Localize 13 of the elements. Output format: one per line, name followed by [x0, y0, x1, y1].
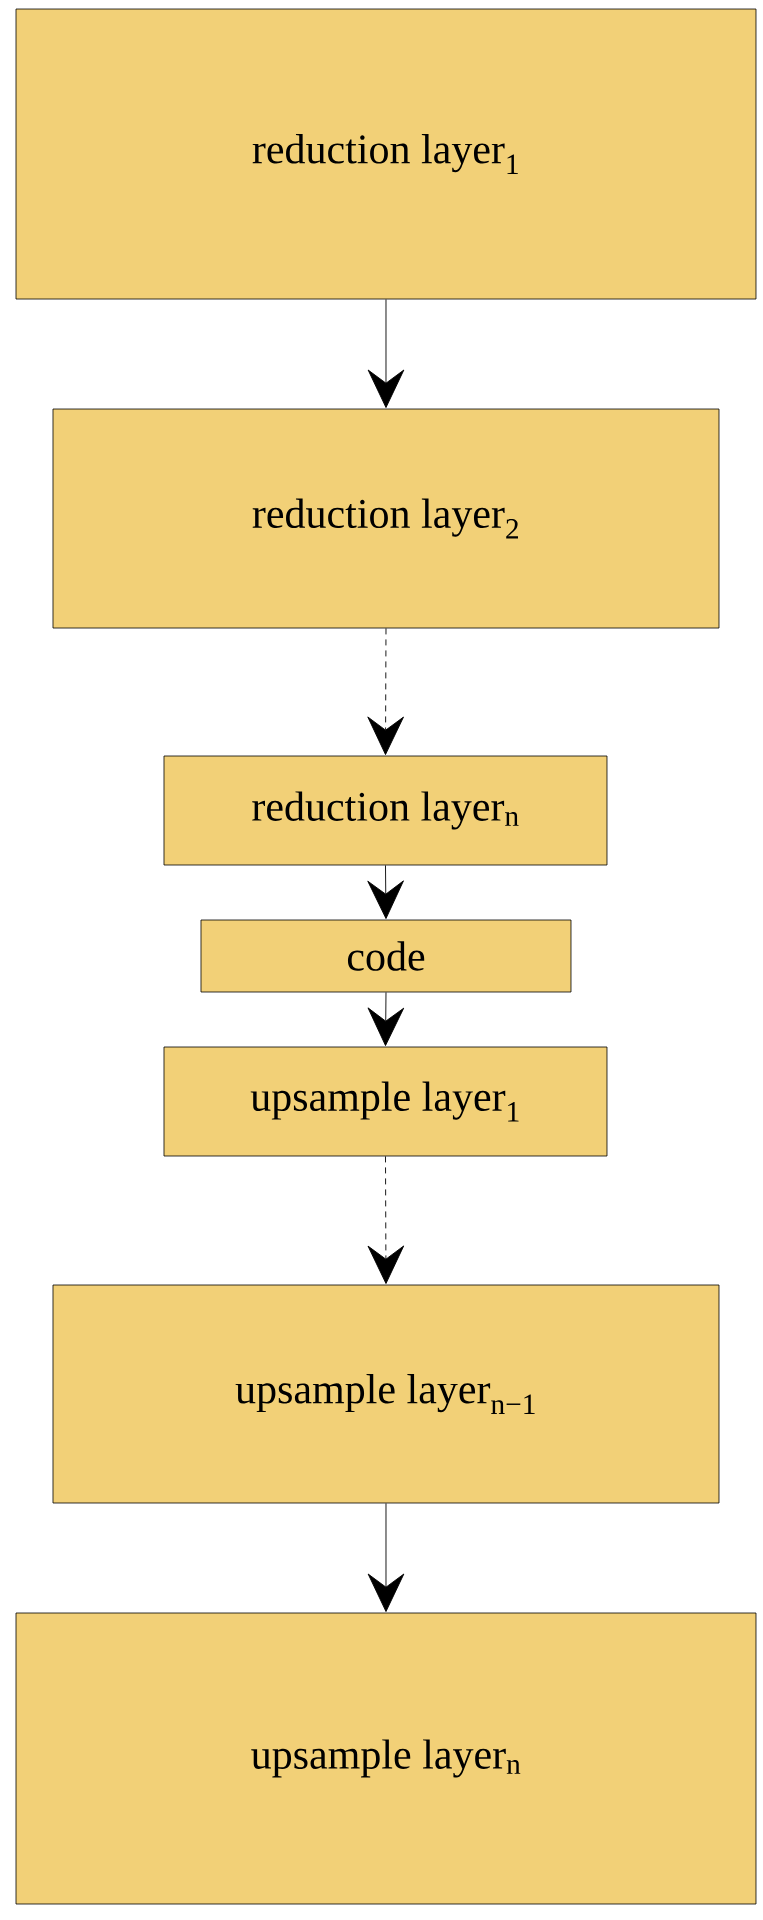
arrow: [367, 1155, 405, 1284]
arrow: [367, 991, 405, 1046]
arrow: [367, 627, 404, 756]
arrow: [367, 864, 404, 919]
arrow: [367, 1502, 405, 1612]
layer-box: reduction layer$_{1}$: [15, 8, 757, 300]
layer-box: upsample layer$_{n−1}$: [52, 1284, 720, 1504]
layer-box: upsample layer$_{1}$: [163, 1046, 608, 1157]
layer-box: upsample layer$_{n}$: [15, 1612, 757, 1905]
layer-box: code: [200, 919, 572, 993]
layer-box: reduction layer$_{n}$: [163, 755, 608, 866]
arrow: [367, 298, 405, 408]
layer-box: reduction layer$_{2}$: [52, 408, 720, 629]
